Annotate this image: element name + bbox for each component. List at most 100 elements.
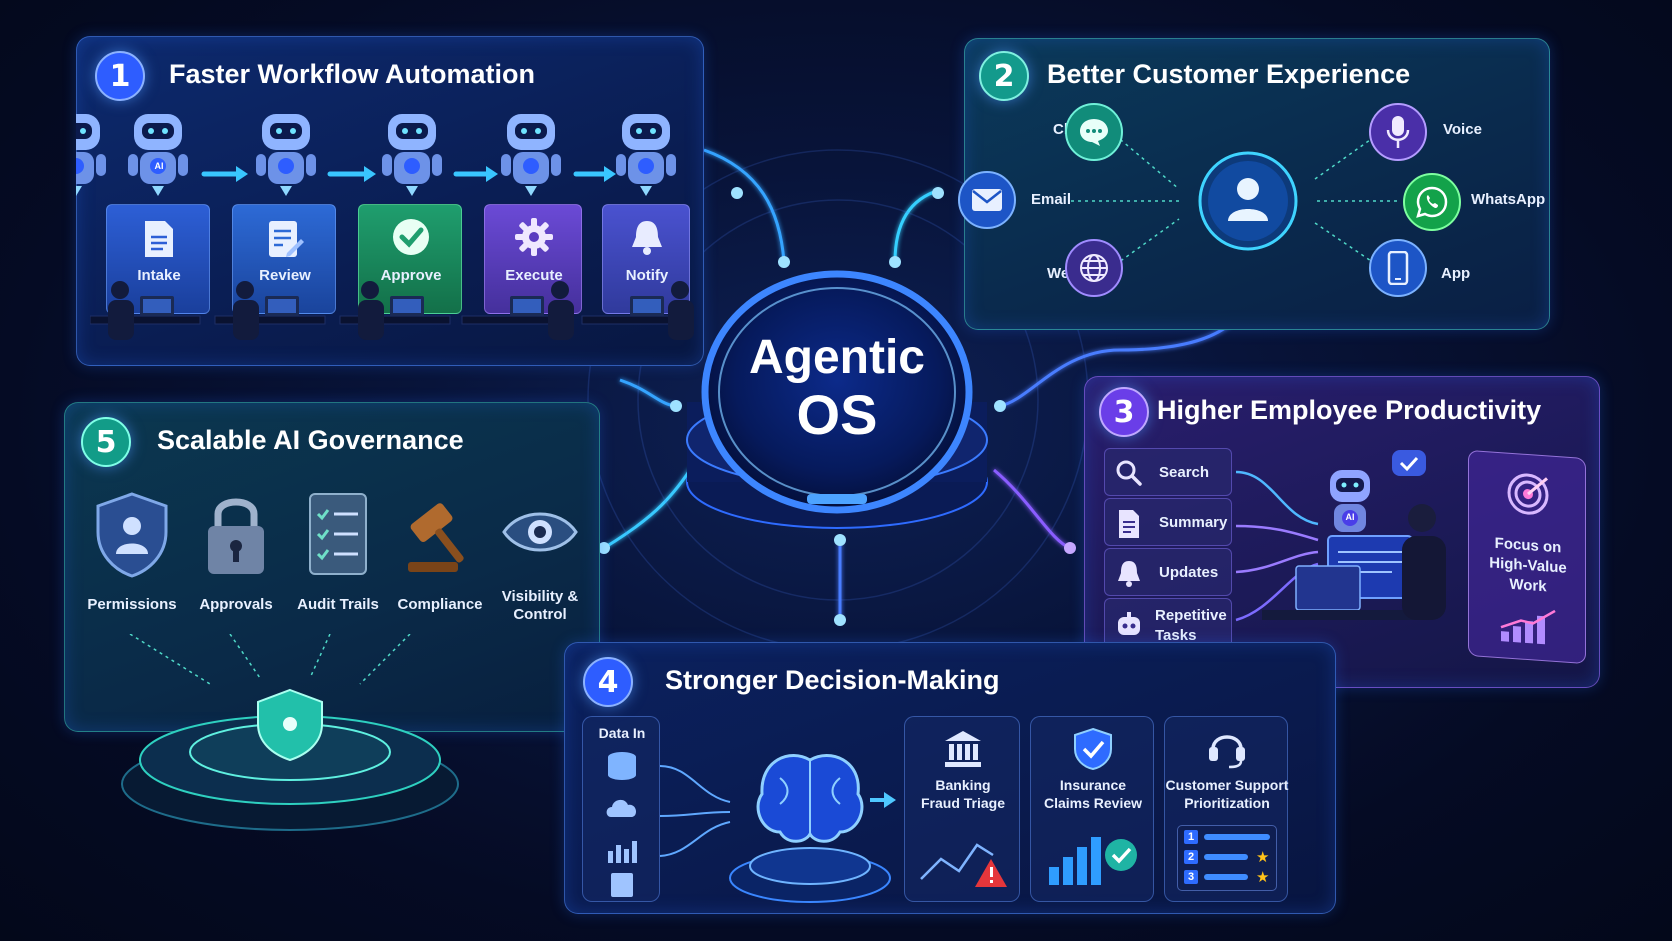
hub-title-line2: OS bbox=[796, 383, 878, 446]
search-icon bbox=[1116, 460, 1142, 486]
star-icon: ★ bbox=[1256, 869, 1270, 886]
priority-1: 1 bbox=[1184, 830, 1198, 844]
whatsapp-icon bbox=[1416, 186, 1448, 218]
case-label: Claims Review bbox=[1043, 795, 1143, 811]
customer-avatar-icon bbox=[1228, 178, 1268, 221]
brain-processor bbox=[659, 754, 896, 903]
task-search[interactable]: Search bbox=[1104, 448, 1232, 496]
channel-voice-label: Voice bbox=[1443, 121, 1482, 138]
star-icon: ★ bbox=[1256, 849, 1270, 866]
step-label: Notify bbox=[625, 267, 669, 284]
data-sources-icons bbox=[606, 752, 637, 897]
chat-check-icon bbox=[1392, 450, 1426, 476]
channel-whatsapp-label: WhatsApp bbox=[1471, 191, 1546, 208]
document-icon bbox=[145, 221, 173, 257]
task-summary[interactable]: Summary bbox=[1104, 498, 1232, 546]
task-label: Repetitive bbox=[1155, 607, 1227, 624]
case-label: Customer Support bbox=[1165, 777, 1289, 793]
bank-icon bbox=[945, 731, 981, 767]
workflow-title: Faster Workflow Automation bbox=[169, 59, 536, 89]
shield-check-icon bbox=[1074, 727, 1112, 771]
case-insurance-claims[interactable]: Insurance Claims Review bbox=[1030, 716, 1154, 902]
panel-number-3: 3 bbox=[1099, 387, 1149, 437]
priority-3: 3 bbox=[1184, 870, 1198, 884]
bell-icon bbox=[1118, 561, 1140, 587]
panel-customer-experience: 2 Better Customer Experience Chat Email … bbox=[958, 38, 1550, 330]
globe-icon bbox=[1080, 254, 1108, 282]
task-label: Summary bbox=[1159, 514, 1228, 531]
brain-icon bbox=[756, 754, 864, 843]
agentic-os-hub[interactable]: Agentic OS bbox=[672, 262, 1002, 552]
checklist-icon bbox=[309, 493, 367, 575]
governance-label: Control bbox=[513, 606, 567, 623]
target-icon bbox=[1507, 473, 1549, 515]
robot-badge: AI bbox=[154, 161, 164, 171]
employee-desks-icon bbox=[90, 281, 694, 340]
priority-bar bbox=[1204, 854, 1248, 860]
shield-user-icon bbox=[96, 492, 168, 578]
case-label: Banking bbox=[935, 777, 991, 793]
headset-icon bbox=[1209, 735, 1245, 769]
case-label: Fraud Triage bbox=[920, 795, 1006, 811]
case-label: Prioritization bbox=[1184, 795, 1270, 811]
governance-label: Approvals bbox=[199, 596, 273, 613]
panel-number-5: 5 bbox=[81, 417, 131, 467]
claims-bar-chart-icon bbox=[1049, 837, 1137, 885]
governance-label: Compliance bbox=[397, 596, 483, 613]
governance-visibility[interactable]: Visibility & Control bbox=[492, 492, 588, 632]
microphone-icon bbox=[1386, 116, 1410, 148]
chat-bubble-icon bbox=[1080, 119, 1108, 146]
gear-icon bbox=[515, 218, 553, 256]
shield-icon bbox=[257, 688, 323, 762]
robot-badge: AI bbox=[1345, 512, 1355, 522]
robot-assistant-icon bbox=[1330, 470, 1370, 532]
task-label: Tasks bbox=[1155, 627, 1197, 644]
checkmark-icon bbox=[393, 219, 429, 255]
panel-number-1: 1 bbox=[95, 51, 145, 101]
channel-chat[interactable] bbox=[1065, 103, 1123, 161]
robot-icon bbox=[1118, 612, 1140, 635]
channel-voice[interactable] bbox=[1369, 103, 1427, 161]
governance-label: Audit Trails bbox=[297, 596, 379, 613]
task-label: Updates bbox=[1159, 564, 1219, 581]
workflow-robots bbox=[76, 114, 106, 196]
task-updates[interactable]: Updates bbox=[1104, 548, 1232, 596]
case-banking-fraud[interactable]: Banking Fraud Triage bbox=[904, 716, 1020, 902]
priority-bar bbox=[1204, 834, 1270, 840]
hub-title-line1: Agentic bbox=[748, 331, 925, 384]
channel-web[interactable] bbox=[1065, 239, 1123, 297]
governance-label: Permissions bbox=[87, 596, 177, 613]
assistant-scene bbox=[1235, 450, 1446, 622]
panel-number-4: 4 bbox=[583, 657, 633, 707]
task-label: Search bbox=[1159, 464, 1210, 481]
panel-number-2: 2 bbox=[979, 51, 1029, 101]
envelope-icon bbox=[972, 189, 1002, 211]
channel-email-label: Email bbox=[1031, 191, 1072, 208]
decision-title: Stronger Decision-Making bbox=[665, 665, 1000, 695]
governance-title: Scalable AI Governance bbox=[157, 425, 464, 455]
workflow-steps: AI Intake Review Approve Execute Notify bbox=[76, 36, 704, 366]
step-review[interactable]: Review bbox=[232, 204, 336, 314]
growth-chart-icon bbox=[1500, 609, 1556, 645]
document-icon bbox=[1119, 510, 1139, 538]
channel-email[interactable] bbox=[958, 171, 1016, 229]
step-execute[interactable]: Execute bbox=[484, 204, 582, 314]
priority-list: 1 2 ★ 3 ★ bbox=[1177, 825, 1277, 891]
eye-icon bbox=[502, 512, 578, 552]
data-in-column: Data In bbox=[582, 716, 660, 902]
governance-compliance[interactable]: Compliance bbox=[392, 492, 488, 622]
case-support-prioritization[interactable]: Customer Support Prioritization 1 2 ★ 3 … bbox=[1164, 716, 1288, 902]
governance-items: Permissions Approvals Audit Trails Compl… bbox=[64, 402, 600, 732]
channel-whatsapp[interactable] bbox=[1403, 173, 1461, 231]
laptop-icon bbox=[1295, 565, 1361, 611]
padlock-icon bbox=[208, 498, 264, 574]
bell-icon bbox=[632, 221, 662, 255]
governance-label: Visibility & bbox=[501, 588, 579, 605]
step-label: Intake bbox=[137, 267, 181, 284]
governance-approvals[interactable]: Approvals bbox=[188, 492, 284, 622]
channel-app-label: App bbox=[1441, 265, 1471, 282]
governance-audit-trails[interactable]: Audit Trails bbox=[290, 492, 386, 622]
step-label: Review bbox=[259, 267, 311, 284]
governance-permissions[interactable]: Permissions bbox=[84, 492, 180, 622]
channel-app[interactable] bbox=[1369, 239, 1427, 297]
